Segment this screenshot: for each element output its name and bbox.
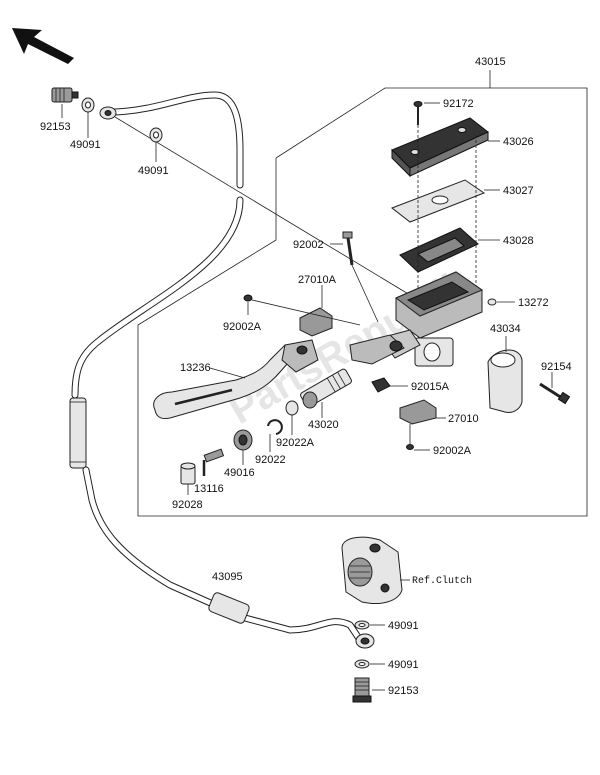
nut-92015A	[371, 377, 391, 393]
clamp-bolt-92154	[539, 382, 571, 405]
label-43020: 43020	[308, 419, 339, 431]
leader-banjo-to-body	[114, 116, 416, 299]
master-cylinder-body	[379, 271, 484, 367]
label-92154: 92154	[541, 361, 572, 373]
slave-cylinder	[341, 536, 403, 604]
circlip-92022	[267, 419, 283, 435]
label-92002: 92002	[293, 239, 324, 251]
label-ref-clutch: Ref.Clutch	[412, 575, 472, 587]
label-92022A: 92022A	[276, 437, 315, 449]
switch-27010A	[299, 307, 333, 337]
clamp-43034	[487, 349, 523, 413]
banjo-bolt-92153-bottom	[352, 677, 372, 703]
label-49091-bottom-1: 49091	[388, 620, 419, 632]
screw-92002A-top	[243, 294, 253, 302]
label-43026: 43026	[503, 136, 534, 148]
label-92002A-bottom: 92002A	[433, 445, 472, 457]
lever-13236	[153, 339, 319, 419]
washer-92022A	[285, 400, 299, 416]
lever-pivot-block	[349, 334, 405, 365]
label-43095: 43095	[212, 571, 243, 583]
label-49091-bottom-2: 49091	[388, 659, 419, 671]
label-92153-top: 92153	[40, 121, 71, 133]
label-13272: 13272	[518, 297, 549, 309]
label-43015: 43015	[475, 56, 506, 68]
diaphragm-43028	[399, 227, 479, 273]
front-direction-arrow-icon	[12, 28, 74, 64]
label-49091-top-left: 49091	[70, 139, 101, 151]
dust-boot-49016	[233, 429, 253, 451]
label-27010A: 27010A	[298, 274, 337, 286]
label-27010: 27010	[448, 413, 479, 425]
label-13116: 13116	[194, 483, 224, 495]
pivot-pin-13116	[202, 448, 225, 476]
switch-27010	[399, 399, 437, 425]
bushing-92028	[180, 462, 196, 485]
label-92153-bottom: 92153	[388, 685, 419, 697]
label-92028: 92028	[172, 499, 203, 511]
upper-hose	[69, 91, 244, 469]
reservoir-cap-43026	[391, 117, 489, 178]
screw-92002A-bottom	[406, 444, 414, 450]
label-92015A: 92015A	[411, 381, 450, 393]
label-13236: 13236	[180, 362, 211, 374]
lower-hose-43095	[82, 466, 364, 644]
piston-43020	[300, 368, 352, 409]
banjo-bolt-92153-top	[51, 87, 79, 103]
label-43028: 43028	[503, 235, 534, 247]
assembly-frame	[137, 87, 588, 517]
screw-92002	[342, 231, 354, 266]
label-49016: 49016	[224, 467, 255, 479]
label-43034: 43034	[490, 323, 521, 335]
screw-92172	[413, 101, 423, 125]
label-49091-top-mid: 49091	[138, 165, 169, 177]
label-92002A-top: 92002A	[223, 321, 262, 333]
label-43027: 43027	[503, 185, 534, 197]
diaphragm-plate-43027	[390, 179, 486, 223]
lower-banjo	[355, 633, 375, 649]
label-92022: 92022	[255, 454, 286, 466]
screw-13272	[487, 298, 497, 306]
label-92172: 92172	[443, 98, 474, 110]
